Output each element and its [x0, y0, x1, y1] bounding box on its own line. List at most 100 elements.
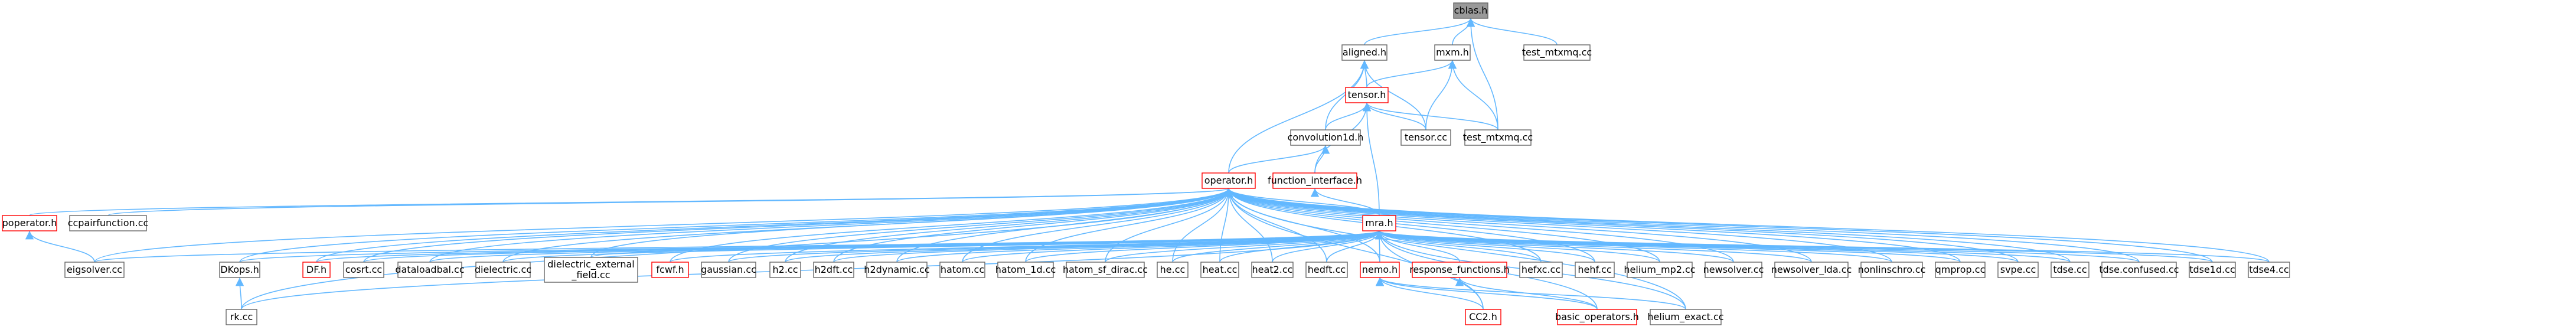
node-label: qmprop.cc: [1935, 264, 1986, 275]
node-box: [1400, 129, 1451, 146]
node-tdse-confused-cc[interactable]: tdse.confused.cc: [2099, 262, 2179, 278]
node-df-h[interactable]: DF.h: [302, 262, 331, 278]
node-convolution1d-h[interactable]: convolution1d.h: [1288, 129, 1364, 146]
node-label: poperator.h: [2, 217, 57, 228]
node-hatom-cc[interactable]: hatom.cc: [939, 262, 985, 278]
node-box: [2248, 262, 2290, 278]
edge-mra_h-to-tensor_h: [1362, 102, 1380, 216]
node-label: nonlinschro.cc: [1858, 264, 1926, 275]
node-hatom-sf-dirac-cc[interactable]: hatom_sf_dirac.cc: [1063, 262, 1148, 278]
node-dielectric-external-field-cc[interactable]: dielectric_external_field.cc: [544, 257, 638, 283]
node-mra-h[interactable]: mra.h: [1362, 215, 1396, 231]
node-label: convolution1d.h: [1288, 132, 1364, 143]
node-test-mtxmq-cc[interactable]: test_mtxmq.cc: [1463, 129, 1533, 146]
node-newsolver-cc[interactable]: newsolver.cc: [1703, 262, 1764, 278]
node-box: [701, 262, 756, 278]
edge-aligned_h-to-cblas_h: [1364, 18, 1475, 45]
node-label: mxm.h: [1436, 47, 1469, 58]
edge-operator_h-to-aligned_h: [1228, 60, 1369, 174]
node-cc2-h[interactable]: CC2.h: [1465, 309, 1501, 325]
node-label: rk.cc: [230, 311, 253, 322]
node-label: tdse1d.cc: [2189, 264, 2235, 275]
node-he-cc[interactable]: he.cc: [1157, 262, 1189, 278]
node-ccpairfunction-cc[interactable]: ccpairfunction.cc: [68, 215, 149, 231]
edge-eigsolver_cc-to-poperator_h: [25, 230, 95, 263]
edge-he_cc-to-mra_h: [1172, 230, 1384, 263]
node-box: [343, 262, 384, 278]
node-box: [219, 262, 260, 278]
node-box: [651, 262, 689, 278]
node-box: [2189, 262, 2236, 278]
node-box: [1997, 262, 2039, 278]
node-box: [2101, 262, 2177, 278]
node-hatom-1d-cc[interactable]: hatom_1d.cc: [995, 262, 1056, 278]
node-box: [939, 262, 985, 278]
node-cosrt-cc[interactable]: cosrt.cc: [343, 262, 384, 278]
node-h2-cc[interactable]: h2.cc: [769, 262, 801, 278]
node-nonlinschro-cc[interactable]: nonlinschro.cc: [1858, 262, 1926, 278]
node-basic-operators-h[interactable]: basic_operators.h: [1555, 309, 1639, 325]
node-label: hatom_1d.cc: [995, 264, 1056, 276]
node-box: [1200, 262, 1239, 278]
node-mxm-h[interactable]: mxm.h: [1434, 44, 1471, 61]
node-gaussian-cc[interactable]: gaussian.cc: [701, 262, 756, 278]
node-heat-cc[interactable]: heat.cc: [1200, 262, 1239, 278]
node-box: [1464, 129, 1532, 146]
edge-dielectric_external_field_cc-to-operator_h: [590, 188, 1233, 258]
node-test-mtxmq-cc-top[interactable]: test_mtxmq.cc: [1522, 44, 1592, 61]
node-fcwf-h[interactable]: fcwf.h: [651, 262, 689, 278]
edge-mra_h-to-function_interface_h: [1310, 188, 1380, 216]
node-tdse4-cc[interactable]: tdse4.cc: [2248, 262, 2290, 278]
node-dkops-h[interactable]: DKops.h: [219, 262, 260, 278]
node-hehf-cc[interactable]: hehf.cc: [1575, 262, 1615, 278]
edge-hehf_cc-to-operator_h: [1224, 188, 1595, 263]
node-operator-h[interactable]: operator.h: [1202, 172, 1256, 189]
node-tensor-h[interactable]: tensor.h: [1345, 87, 1389, 103]
node-hedft-cc[interactable]: hedft.cc: [1305, 262, 1348, 278]
node-eigsolver-cc[interactable]: eigsolver.cc: [64, 262, 125, 278]
node-hefxc-cc[interactable]: hefxc.cc: [1519, 262, 1563, 278]
node-tensor-cc[interactable]: tensor.cc: [1400, 129, 1451, 146]
node-response-functions-h[interactable]: response_functions.h: [1409, 262, 1510, 278]
node-label: hefxc.cc: [1522, 264, 1560, 275]
node-qmprop-cc[interactable]: qmprop.cc: [1935, 262, 1986, 278]
edge-tdse4_cc-to-operator_h: [1225, 188, 2270, 263]
node-label: dielectric.cc: [475, 264, 531, 275]
node-dielectric-cc[interactable]: dielectric.cc: [475, 262, 531, 278]
node-label: hedft.cc: [1308, 264, 1346, 275]
edge-tensor_cc-to-mxm_h: [1425, 60, 1457, 130]
edge-test_mtxmq_cc-to-cblas_h: [1466, 18, 1498, 130]
edge-dkops_h-to-operator_h: [239, 188, 1233, 263]
node-cblas-h: cblas.h: [1453, 2, 1488, 19]
node-poperator-h[interactable]: poperator.h: [2, 215, 57, 231]
node-box: [1305, 262, 1348, 278]
node-tdse1d-cc[interactable]: tdse1d.cc: [2189, 262, 2236, 278]
edge-tdse_cc-to-operator_h: [1225, 188, 2071, 263]
node-label: heat2.cc: [1252, 264, 1293, 275]
node-dataloadbal-cc[interactable]: dataloadbal.cc: [395, 262, 465, 278]
node-tdse-cc[interactable]: tdse.cc: [2051, 262, 2089, 278]
node-rk-cc[interactable]: rk.cc: [226, 309, 257, 325]
node-h2dynamic-cc[interactable]: h2dynamic.cc: [864, 262, 930, 278]
edge-hatom_1d_cc-to-mra_h: [1025, 230, 1383, 263]
node-box: [997, 262, 1054, 278]
edge-fcwf_h-to-operator_h: [670, 188, 1233, 263]
node-box: [1157, 262, 1189, 278]
node-helium-mp2-cc[interactable]: helium_mp2.cc: [1624, 262, 1696, 278]
edge-helium_exact_cc-to-nemo_h: [1376, 277, 1686, 310]
node-h2dft-cc[interactable]: h2dft.cc: [813, 262, 854, 278]
node-label: tdse.cc: [2053, 264, 2087, 275]
node-label: response_functions.h: [1409, 264, 1510, 276]
node-aligned-h[interactable]: aligned.h: [1341, 44, 1387, 61]
node-heat2-cc[interactable]: heat2.cc: [1251, 262, 1294, 278]
node-label: h2dynamic.cc: [864, 264, 929, 275]
edge-eigsolver_cc-to-operator_h: [94, 188, 1233, 263]
node-function-interface-h[interactable]: function_interface.h: [1268, 172, 1362, 189]
node-box: [1341, 44, 1387, 61]
node-newsolver-lda-cc[interactable]: newsolver_lda.cc: [1771, 262, 1852, 278]
node-nemo-h[interactable]: nemo.h: [1360, 262, 1400, 278]
node-box: [64, 262, 125, 278]
node-label: newsolver_lda.cc: [1771, 264, 1852, 276]
node-helium-exact-cc[interactable]: helium_exact.cc: [1647, 309, 1724, 325]
node-svpe-cc[interactable]: svpe.cc: [1997, 262, 2039, 278]
